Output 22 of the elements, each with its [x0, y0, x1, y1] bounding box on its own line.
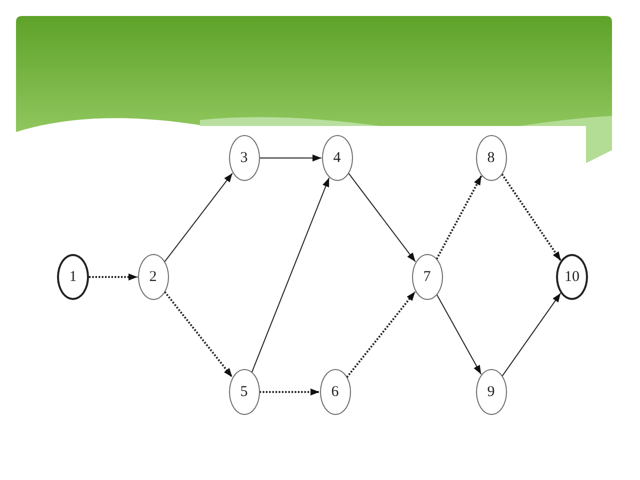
event-circle: 6: [320, 369, 350, 415]
dotted-arrow: [501, 174, 562, 262]
event-circle: 5: [228, 369, 260, 415]
event-circle: 2: [138, 254, 168, 300]
event-circle: 3: [228, 135, 260, 181]
dotted-arrow: [260, 388, 320, 396]
arrow: [251, 177, 330, 373]
arrow: [259, 154, 322, 162]
event-circle: 10: [556, 254, 588, 300]
event-circle: 9: [476, 369, 506, 415]
event-circle: 4: [322, 135, 352, 181]
dotted-arrow: [436, 176, 482, 260]
dotted-arrow: [164, 291, 233, 378]
dotted-arrow: [89, 274, 138, 280]
arrow: [502, 292, 562, 377]
event-circle: 1: [57, 254, 89, 300]
event-circle: 8: [476, 135, 506, 181]
arrow: [164, 172, 233, 262]
event-circle: 7: [412, 254, 442, 300]
dotted-arrow: [346, 291, 416, 378]
arrow: [436, 294, 482, 375]
arrow: [348, 172, 416, 262]
